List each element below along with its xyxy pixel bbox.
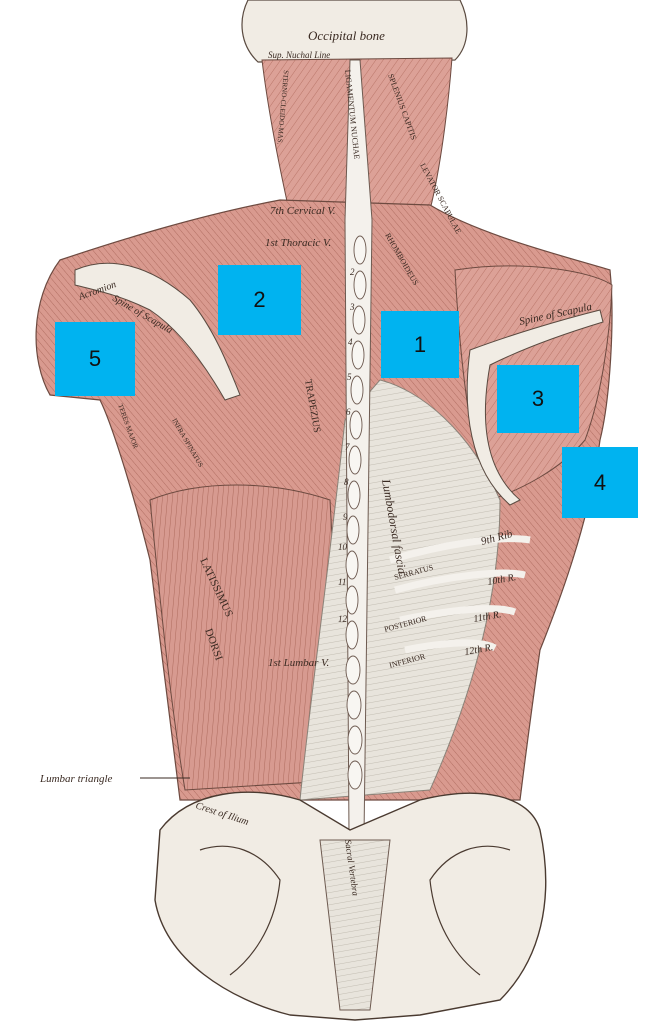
label-occipital-bone: Occipital bone <box>308 28 385 43</box>
marker-2[interactable]: 2 <box>218 265 301 335</box>
label-thoracic: 1st Thoracic V. <box>265 237 331 249</box>
vnum-5: 5 <box>347 372 352 382</box>
left-scapula-spine <box>74 262 241 401</box>
pelvis-outline-left <box>199 845 281 976</box>
vnum-3: 3 <box>349 302 355 312</box>
ribs <box>388 535 531 654</box>
vnum-4: 4 <box>348 337 353 347</box>
left-latissimus <box>149 484 346 791</box>
sacrum <box>319 839 391 1011</box>
right-scapula-spine <box>466 309 604 506</box>
label-rib12: 12th R. <box>464 642 494 658</box>
pelvis-outline-right <box>429 845 511 976</box>
vnum-10: 10 <box>338 542 348 552</box>
marker-1[interactable]: 1 <box>381 311 459 378</box>
vnum-11: 11 <box>338 577 346 587</box>
vnum-12: 12 <box>338 614 348 624</box>
label-cervical: 7th Cervical V. <box>270 205 335 217</box>
marker-5[interactable]: 5 <box>55 322 135 396</box>
vertebra-numbers: 2 3 4 5 6 7 8 9 10 11 12 <box>338 267 355 624</box>
vnum-7: 7 <box>345 442 350 452</box>
label-rib10: 10th R. <box>487 572 517 588</box>
vnum-2: 2 <box>350 267 355 277</box>
vnum-6: 6 <box>346 407 351 417</box>
vnum-9: 9 <box>343 512 348 522</box>
marker-4[interactable]: 4 <box>562 447 638 518</box>
vnum-8: 8 <box>344 477 349 487</box>
label-nuchal-line: Sup. Nuchal Line <box>268 50 330 60</box>
marker-3[interactable]: 3 <box>497 365 579 433</box>
occipital-bone <box>241 0 468 63</box>
label-lumbar-v: 1st Lumbar V. <box>268 657 329 669</box>
label-lumbar-triangle: Lumbar triangle <box>39 773 113 785</box>
label-rib11: 11th R. <box>473 609 503 625</box>
